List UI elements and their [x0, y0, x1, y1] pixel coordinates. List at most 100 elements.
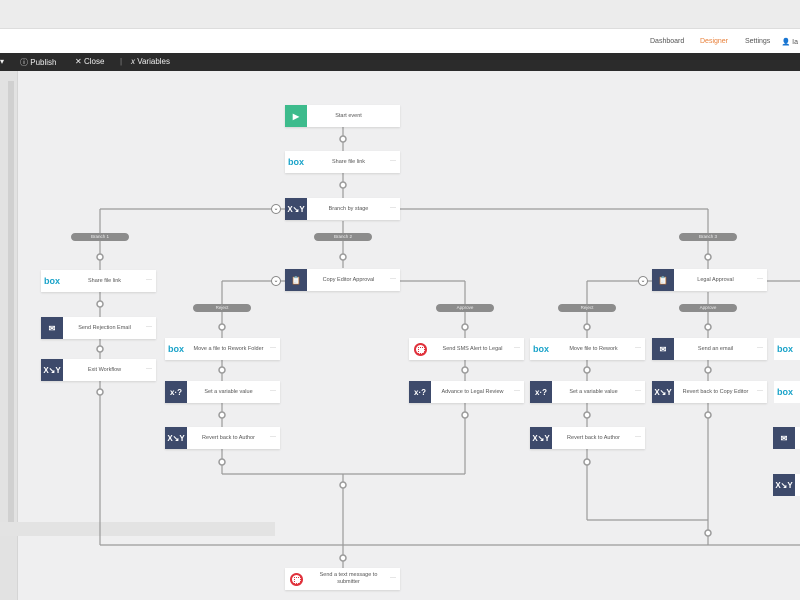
box-icon: box — [774, 381, 796, 403]
more-options-icon[interactable]: ··· — [146, 324, 152, 330]
workflow-node-r1rev[interactable]: X↘Y Revert back to Author ··· — [165, 427, 280, 449]
node-label: Send Rejection Email — [78, 324, 131, 331]
box-icon: box — [165, 338, 187, 360]
node-label: Revert back to Author — [202, 434, 255, 441]
email-icon: ✉ — [652, 338, 674, 360]
close-label: Close — [83, 57, 105, 66]
email-icon: ✉ — [773, 427, 795, 449]
left-panel-scrollbar[interactable] — [0, 71, 18, 600]
workflow-node-r1set[interactable]: x·?Set a variable value··· — [165, 381, 280, 403]
app-header: Dashboard Designer Settings 👤 Ia — [0, 29, 800, 53]
more-options-icon[interactable]: ··· — [635, 345, 641, 351]
more-options-icon[interactable]: ··· — [757, 388, 763, 394]
node-label: Start event — [335, 112, 362, 119]
workflow-node-partial[interactable]: box — [774, 381, 800, 403]
horizontal-scrollbar[interactable] — [0, 522, 275, 536]
more-options-icon[interactable]: ··· — [270, 434, 276, 440]
nav-designer[interactable]: Designer — [700, 38, 729, 45]
box-icon: box — [530, 338, 552, 360]
workflow-node-legal[interactable]: 📋Legal Approval··· — [652, 269, 767, 291]
workflow-node-a1adv[interactable]: x·? Advance to Legal Review ··· — [409, 381, 524, 403]
approve-label: Approve — [679, 304, 737, 312]
nav-dashboard[interactable]: Dashboard — [650, 38, 685, 45]
more-options-icon[interactable]: ··· — [514, 345, 520, 351]
node-label: Revert back to Copy Editor — [682, 388, 749, 395]
branch-icon: X↘Y — [165, 427, 187, 449]
user-menu[interactable]: 👤 Ia — [781, 38, 798, 46]
variable-icon: x·? — [409, 381, 431, 403]
workflow-node-partial[interactable]: X↘Y — [773, 474, 800, 496]
twilio-icon — [409, 338, 431, 360]
node-label: Advance to Legal Review — [441, 388, 504, 395]
more-options-icon[interactable]: ··· — [270, 345, 276, 351]
collapse-approval-toggle[interactable]: ⌄ — [271, 276, 281, 286]
workflow-node-start[interactable]: ▶ Start event — [285, 105, 400, 127]
branch-icon: X↘Y — [773, 474, 795, 496]
branch-icon: X↘Y — [285, 198, 307, 220]
workflow-node-final[interactable]: Send a text message to submitter··· — [285, 568, 400, 590]
workflow-node-a2email[interactable]: ✉ Send an email ··· — [652, 338, 767, 360]
more-options-icon[interactable]: ··· — [757, 345, 763, 351]
nav-settings[interactable]: Settings — [745, 38, 771, 45]
workflow-node-partial[interactable]: ✉ — [773, 427, 800, 449]
more-options-icon[interactable]: ··· — [146, 366, 152, 372]
collapse-branch-toggle[interactable]: ⌄ — [271, 204, 281, 214]
more-options-icon[interactable]: ··· — [635, 388, 641, 394]
more-options-icon[interactable]: ··· — [390, 276, 396, 282]
workflow-node-r2set[interactable]: x·?Set a variable value··· — [530, 381, 645, 403]
node-label: Send an email — [697, 345, 734, 352]
branch-icon: X↘Y — [41, 359, 63, 381]
workflow-node-r1move[interactable]: box Move a file to Rework Folder ··· — [165, 338, 280, 360]
publish-button[interactable]: ⓘ Publish — [20, 58, 57, 67]
more-options-icon[interactable]: ··· — [390, 158, 396, 164]
more-options-icon[interactable]: ··· — [270, 388, 276, 394]
more-options-icon[interactable]: ··· — [635, 434, 641, 440]
user-icon: 👤 — [781, 39, 791, 46]
more-options-icon[interactable]: ··· — [757, 276, 763, 282]
reject-label: Reject — [558, 304, 616, 312]
node-label: Share file link — [87, 277, 122, 284]
dropdown-caret-icon[interactable]: ▾ — [0, 57, 5, 66]
toolbar-divider: | — [120, 57, 123, 66]
workflow-node-b1exit[interactable]: X↘Y Exit Workflow ··· — [41, 359, 156, 381]
scroll-thumb[interactable] — [8, 81, 14, 531]
more-options-icon[interactable]: ··· — [390, 575, 396, 581]
node-label: Share file link — [331, 158, 366, 165]
node-label: Exit Workflow — [87, 366, 122, 373]
box-icon: box — [774, 338, 796, 360]
box-icon: box — [41, 270, 63, 292]
variable-icon: x·? — [530, 381, 552, 403]
variable-icon: x·? — [165, 381, 187, 403]
node-label: Copy Editor Approval — [322, 276, 375, 283]
more-options-icon[interactable]: ··· — [514, 388, 520, 394]
workflow-node-a1sms[interactable]: Send SMS Alert to Legal ··· — [409, 338, 524, 360]
node-label: Send SMS Alert to Legal — [442, 345, 503, 352]
approve-label: Approve — [436, 304, 494, 312]
branch-icon: X↘Y — [530, 427, 552, 449]
email-icon: ✉ — [41, 317, 63, 339]
branch-label: Branch 3 — [679, 233, 737, 241]
workflow-node-a2rev[interactable]: X↘Y Revert back to Copy Editor ··· — [652, 381, 767, 403]
designer-toolbar: ▾ ⓘ Publish ✕ Close | x Variables — [0, 53, 800, 71]
workflow-node-copyed[interactable]: 📋Copy Editor Approval··· — [285, 269, 400, 291]
workflow-node-b1email[interactable]: ✉ Send Rejection Email ··· — [41, 317, 156, 339]
workflow-node-b1share[interactable]: box Share file link ··· — [41, 270, 156, 292]
play-icon: ▶ — [285, 105, 307, 127]
reject-label: Reject — [193, 304, 251, 312]
close-button[interactable]: ✕ Close — [75, 57, 105, 66]
branch-icon: X↘Y — [652, 381, 674, 403]
collapse-legal-toggle[interactable]: ⌄ — [638, 276, 648, 286]
variables-button[interactable]: x Variables — [131, 57, 170, 66]
connector-dots — [96, 135, 712, 562]
node-label: Move a file to Rework Folder — [193, 345, 264, 352]
node-label: Legal Approval — [697, 276, 734, 283]
more-options-icon[interactable]: ··· — [390, 205, 396, 211]
publish-label: Publish — [30, 58, 57, 67]
more-options-icon[interactable]: ··· — [146, 277, 152, 283]
workflow-node-partial[interactable]: box — [774, 338, 800, 360]
